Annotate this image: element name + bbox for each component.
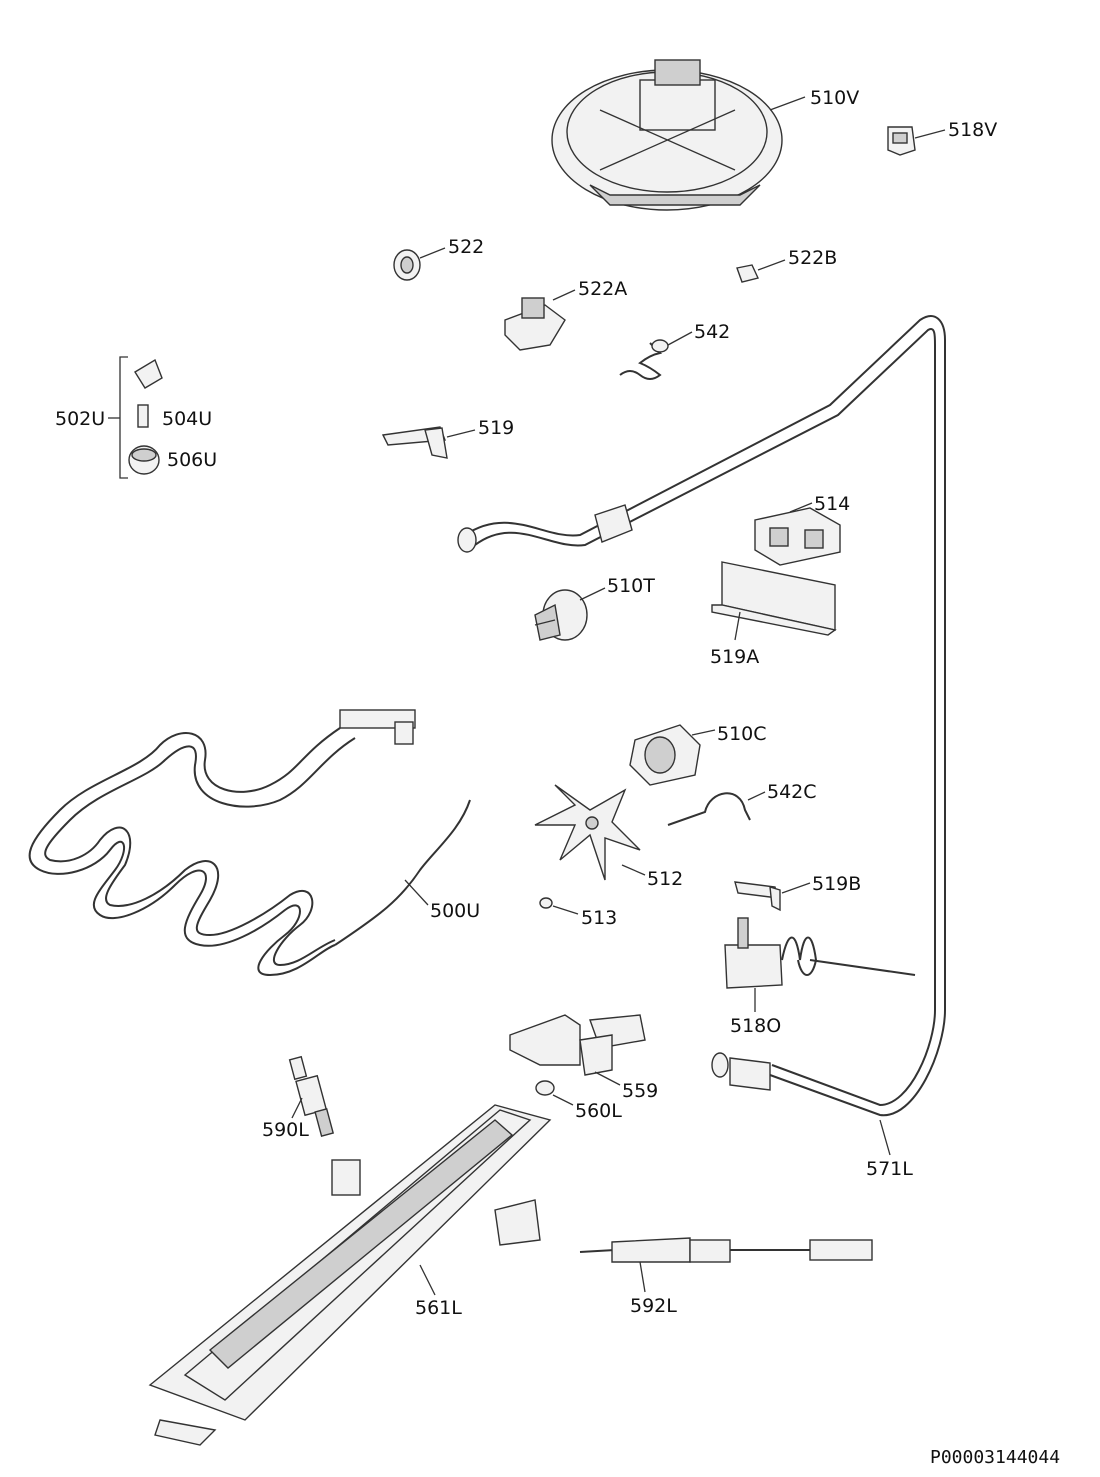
part-561L-burner (148, 1104, 552, 1446)
label-522: 522 (448, 236, 484, 258)
part-559-valve-bracket (509, 1014, 646, 1076)
label-510V: 510V (810, 87, 859, 109)
part-542C-wire-clip (667, 792, 751, 826)
label-502U: 502U (55, 408, 105, 430)
label-504U: 504U (162, 408, 212, 430)
label-519A: 519A (710, 646, 759, 668)
document-code: P00003144044 (930, 1447, 1060, 1468)
label-518O: 518O (730, 1015, 781, 1037)
part-518V-clip (887, 126, 916, 156)
leader-510V (769, 96, 806, 111)
part-522A-connector (504, 297, 566, 351)
label-592L: 592L (630, 1295, 677, 1317)
label-514: 514 (814, 493, 850, 515)
part-502U-group (119, 356, 163, 479)
label-522A: 522A (578, 278, 627, 300)
label-519B: 519B (812, 873, 861, 895)
part-519B-bracket (734, 881, 781, 912)
label-561L: 561L (415, 1297, 462, 1319)
part-510C-motor (629, 724, 701, 786)
label-590L: 590L (262, 1119, 309, 1141)
part-518O-thermostat (724, 917, 916, 989)
part-513-nut (539, 897, 553, 909)
part-519A-bracket (711, 561, 837, 636)
label-542C: 542C (767, 781, 817, 803)
part-592L-thermocouple (579, 1237, 873, 1263)
part-519-bracket (381, 426, 448, 459)
part-510T-motor (534, 589, 588, 641)
label-571L: 571L (866, 1158, 913, 1180)
part-522-clamp (393, 249, 421, 281)
label-559: 559 (622, 1080, 658, 1102)
part-510V-fan-motor-assembly (551, 59, 783, 211)
label-506U: 506U (167, 449, 217, 471)
part-590L-spark-plug (288, 1055, 335, 1137)
label-560L: 560L (575, 1100, 622, 1122)
label-510C: 510C (717, 723, 767, 745)
label-510T: 510T (607, 575, 655, 597)
part-514-switch (754, 507, 841, 566)
label-519: 519 (478, 417, 514, 439)
label-512: 512 (647, 868, 683, 890)
part-542-spring (619, 339, 669, 380)
label-522B: 522B (788, 247, 837, 269)
part-512-fan-blade (534, 784, 641, 881)
part-571L-gas-pipe (457, 315, 946, 1117)
label-542: 542 (694, 321, 730, 343)
part-500U-heating-element (28, 709, 471, 977)
label-513: 513 (581, 907, 617, 929)
part-560L-injector (535, 1080, 555, 1096)
label-518V: 518V (948, 119, 997, 141)
label-500U: 500U (430, 900, 480, 922)
part-522B-clip (736, 264, 759, 283)
